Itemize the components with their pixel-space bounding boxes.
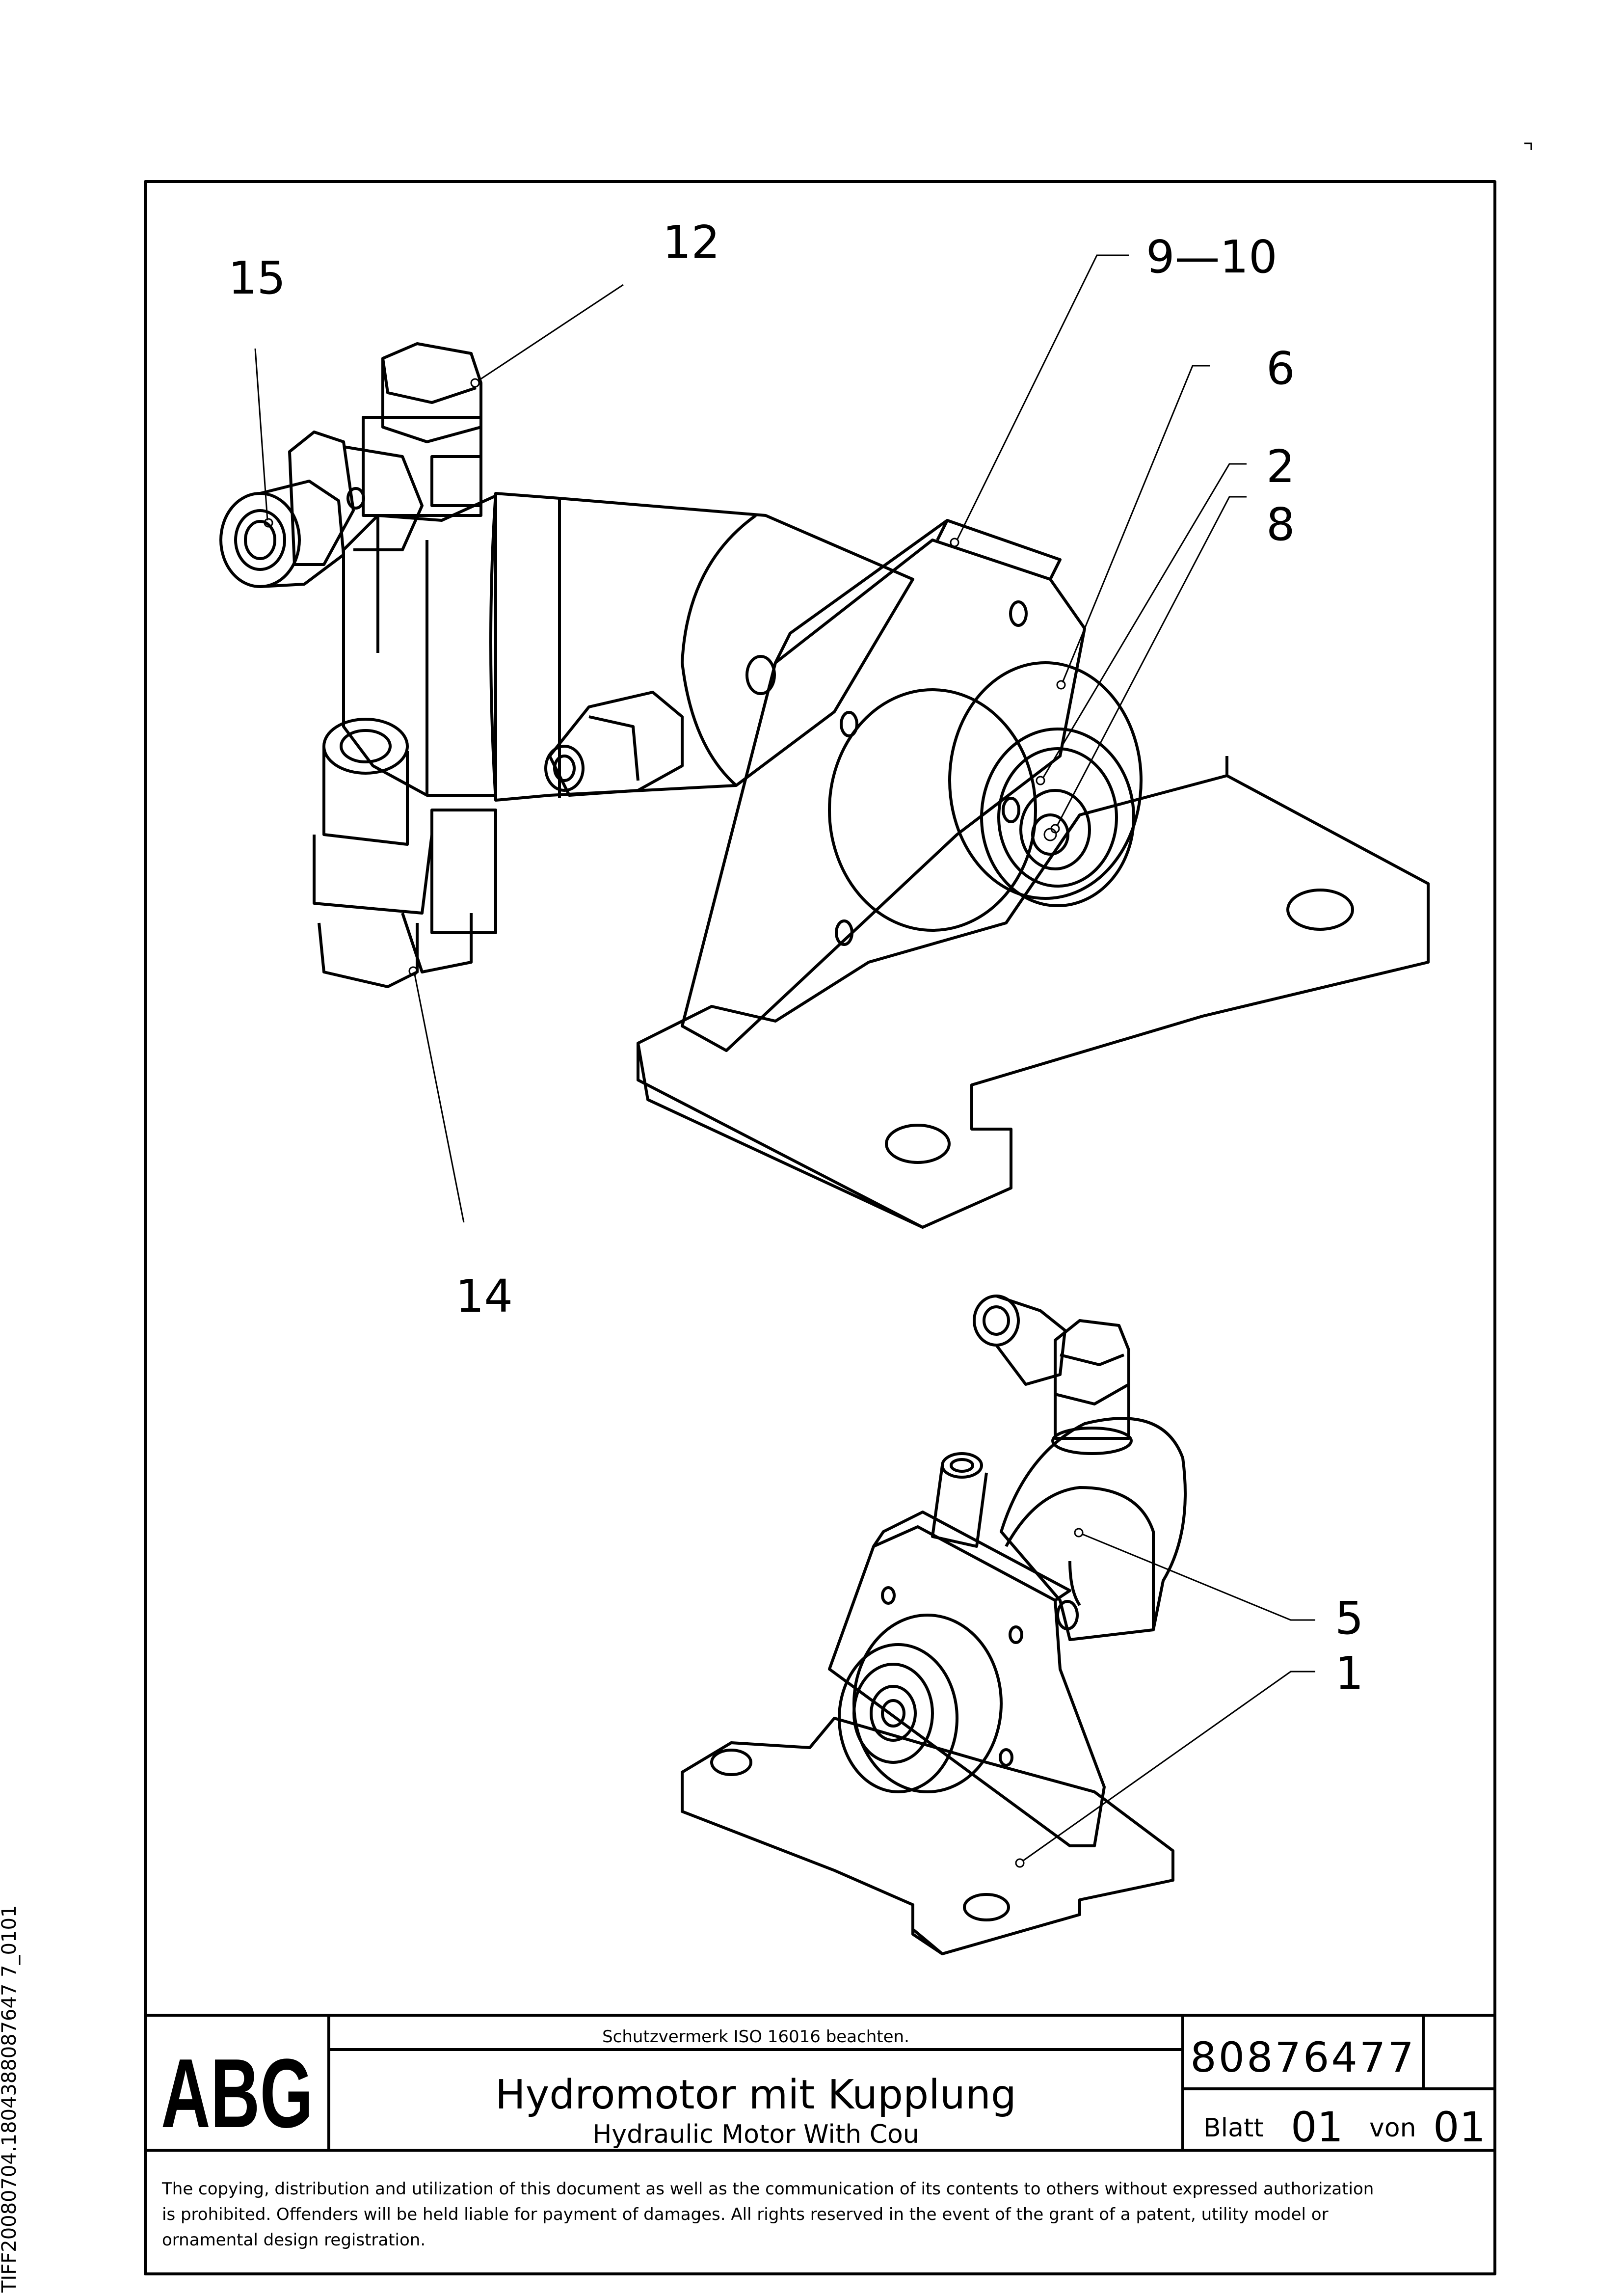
coupling-front bbox=[838, 1643, 958, 1793]
coupling-flange bbox=[828, 688, 1037, 932]
drawing-frame bbox=[144, 180, 1496, 2275]
callout-14: 14 bbox=[455, 1270, 513, 1323]
abg-logo: ABG bbox=[161, 2039, 313, 2148]
sheet-label: Blatt bbox=[1203, 2113, 1264, 2143]
title-english: Hydraulic Motor With Cou bbox=[592, 2120, 919, 2149]
base-mounting-hole-left bbox=[885, 1124, 951, 1164]
sheet-total: 01 bbox=[1433, 2103, 1486, 2151]
title-block: ABG Schutzvermerk ISO 16016 beachten. Hy… bbox=[145, 2014, 1495, 2250]
document-number: 80876477 bbox=[1190, 2033, 1416, 2081]
archive-file-tag: TIFF20080704.1804388087647 7_0101 bbox=[0, 1905, 21, 2293]
legal-notice-line-1: The copying, distribution and utilizatio… bbox=[161, 2179, 1374, 2199]
callout-2: 2 bbox=[1266, 440, 1295, 493]
hydraulic-motor-assembly-secondary-view bbox=[681, 1295, 1187, 1955]
callout-15: 15 bbox=[228, 252, 286, 304]
title-german: Hydromotor mit Kupplung bbox=[495, 2072, 1016, 2118]
callout-6: 6 bbox=[1266, 342, 1295, 395]
base-mounting-hole-right bbox=[1286, 889, 1354, 931]
coupling-hub bbox=[948, 661, 1143, 900]
legal-notice-line-2: is prohibited. Offenders will be held li… bbox=[162, 2205, 1329, 2224]
hydraulic-motor-assembly-main-view bbox=[219, 342, 1430, 1229]
callout-5: 5 bbox=[1335, 1592, 1364, 1645]
corner-mark bbox=[1524, 142, 1532, 150]
callouts: 15 12 9—10 6 2 8 14 5 1 bbox=[228, 216, 1364, 1868]
callout-12: 12 bbox=[663, 216, 720, 269]
sheet-number: 01 bbox=[1291, 2103, 1343, 2151]
fitting-14-port bbox=[322, 718, 409, 775]
legal-notice-line-3: ornamental design registration. bbox=[162, 2230, 426, 2250]
fitting-15-port bbox=[219, 492, 301, 588]
callout-8: 8 bbox=[1266, 498, 1295, 551]
callout-1: 1 bbox=[1335, 1647, 1364, 1700]
protection-note: Schutzvermerk ISO 16016 beachten. bbox=[602, 2027, 909, 2047]
of-label: von bbox=[1369, 2113, 1416, 2143]
callout-9-10: 9—10 bbox=[1146, 231, 1277, 283]
